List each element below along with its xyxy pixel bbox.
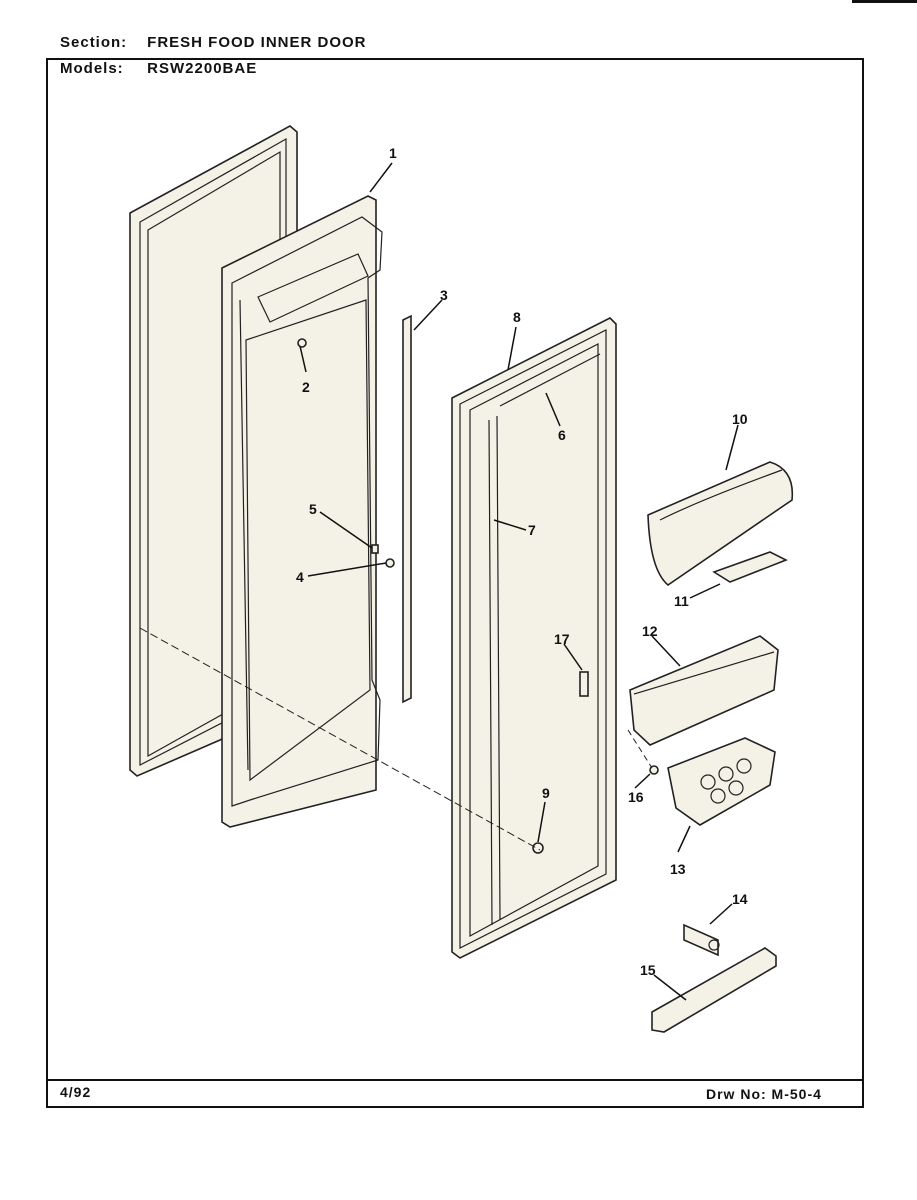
models-key: Models: bbox=[60, 60, 124, 77]
callout-12: 12 bbox=[642, 623, 658, 639]
door-gasket bbox=[451, 317, 617, 959]
alignment-line bbox=[139, 627, 541, 851]
callout-10: 10 bbox=[732, 411, 748, 427]
models-value: RSW2200BAE bbox=[147, 60, 258, 77]
callout-13: 13 bbox=[670, 861, 686, 877]
vertical-strip-part bbox=[402, 314, 412, 704]
section-value: FRESH FOOD INNER DOOR bbox=[147, 34, 367, 51]
screw-part-4 bbox=[385, 558, 395, 568]
callout-8: 8 bbox=[513, 309, 521, 325]
screw-part-9 bbox=[532, 842, 544, 854]
callout-9: 9 bbox=[542, 785, 550, 801]
drawing-frame bbox=[46, 58, 864, 1108]
bottom-bar-part bbox=[651, 947, 777, 1033]
callout-6: 6 bbox=[558, 427, 566, 443]
egg-tray-part bbox=[667, 737, 776, 826]
footer-divider bbox=[46, 1079, 864, 1081]
section-header: Section: FRESH FOOD INNER DOOR bbox=[60, 34, 367, 51]
callout-3: 3 bbox=[440, 287, 448, 303]
corner-mark bbox=[852, 0, 917, 3]
clip-part bbox=[683, 923, 720, 957]
small-tray-part bbox=[712, 551, 788, 583]
models-header: Models: RSW2200BAE bbox=[60, 60, 257, 77]
door-bin-part bbox=[629, 635, 779, 746]
callout-5: 5 bbox=[309, 501, 317, 517]
callout-4: 4 bbox=[296, 569, 304, 585]
callout-14: 14 bbox=[732, 891, 748, 907]
callout-2: 2 bbox=[302, 379, 310, 395]
leader-lines bbox=[299, 162, 739, 1001]
callout-1: 1 bbox=[389, 145, 397, 161]
footer-date: 4/92 bbox=[60, 1084, 92, 1100]
inner-door-liner bbox=[221, 195, 383, 828]
latch-part-17 bbox=[579, 671, 589, 697]
screw-part-2 bbox=[297, 338, 307, 348]
clip-part-5 bbox=[371, 544, 379, 554]
section-key: Section: bbox=[60, 34, 128, 51]
alignment-line-16 bbox=[627, 729, 653, 769]
callout-7: 7 bbox=[528, 522, 536, 538]
shelf-cover-part bbox=[647, 461, 794, 587]
callout-17: 17 bbox=[554, 631, 570, 647]
drawing-number: Drw No: M-50-4 bbox=[706, 1086, 822, 1102]
callout-15: 15 bbox=[640, 962, 656, 978]
callout-16: 16 bbox=[628, 789, 644, 805]
callout-11: 11 bbox=[674, 593, 689, 609]
